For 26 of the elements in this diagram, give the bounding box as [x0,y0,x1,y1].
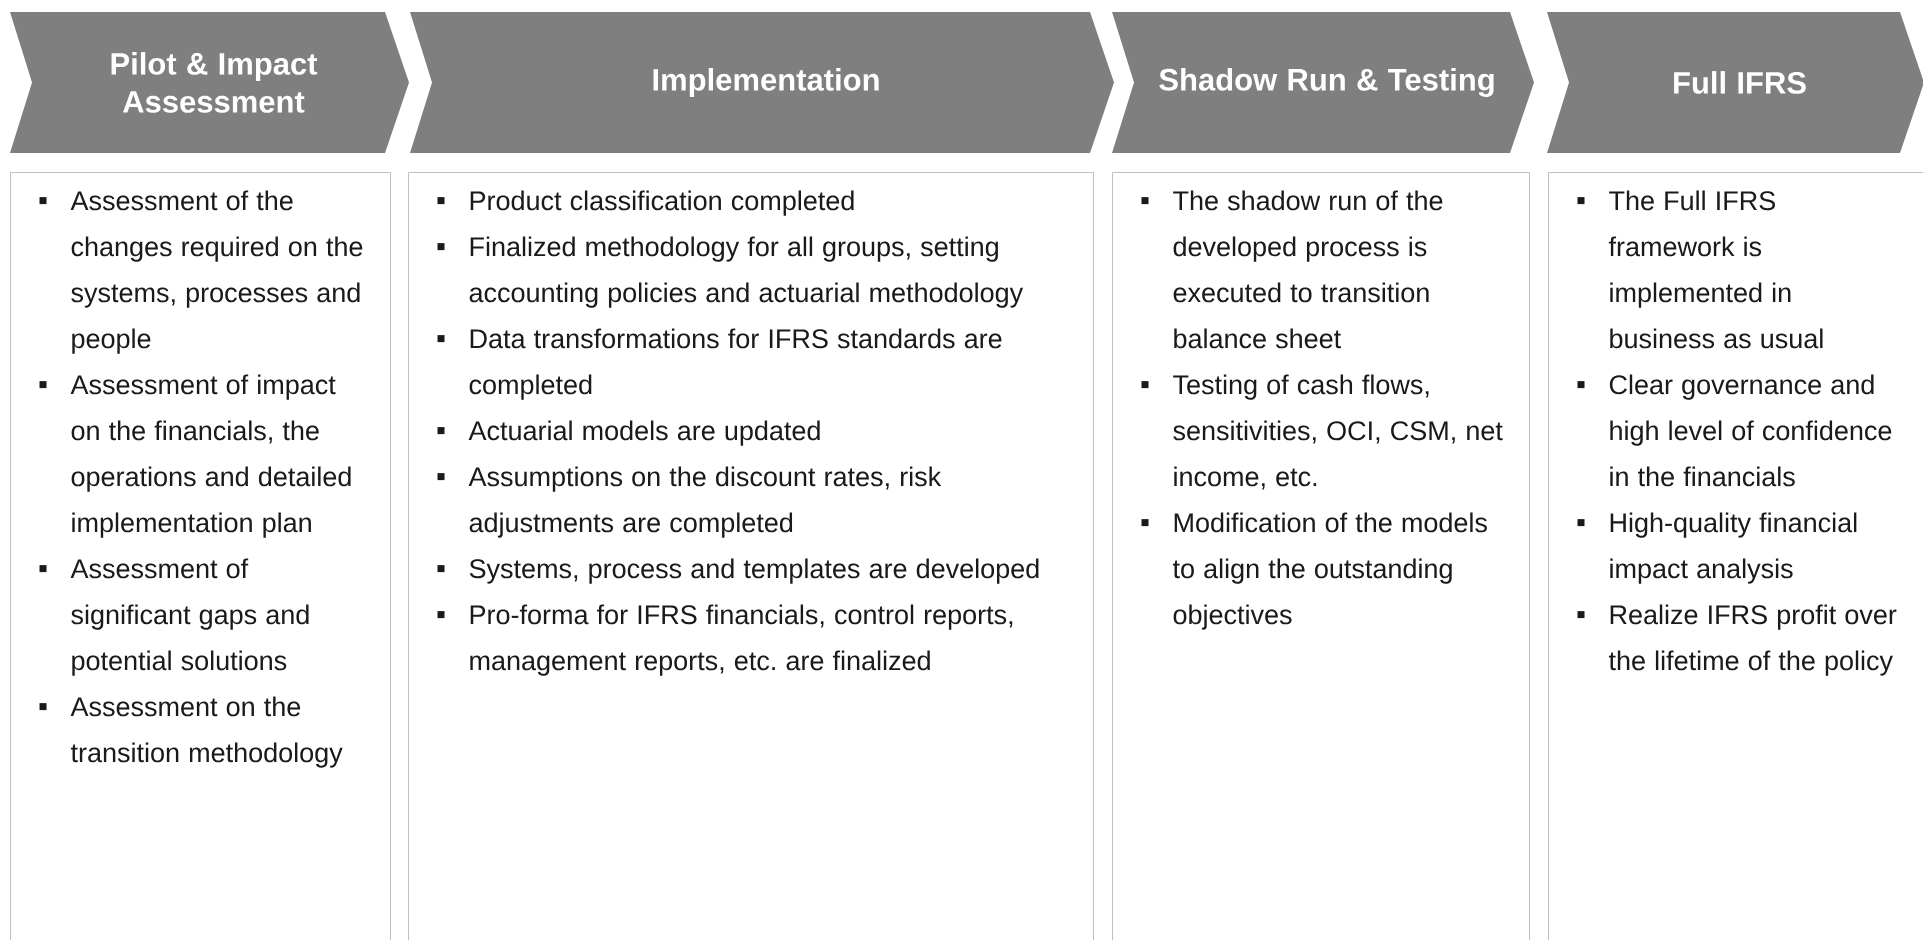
chevron-header: Pilot & Impact Assessment [10,12,409,153]
chevron-header: Implementation [410,12,1114,153]
bullet-item: Data transformations for IFRS standards are completed [437,328,1002,400]
bullet-item: Assessment of impact on the financials, the operations and detailed implementation plan [39,374,351,538]
bullet-item: The shadow run of the developed process is executed to transition balance sheet [1141,190,1443,349]
bullet-item: The Full IFRS framework is implemented in business as usual [1577,190,1823,349]
bullet-item: Assessment of the changes required on the systems, processes and people [39,190,363,354]
bullet-item: Testing of cash flows, sensitivities, OCI, CSM, net income, etc. [1141,374,1503,490]
bullet-item: Product classification completed [437,190,854,216]
bullet-item: High-quality financial impact analysis [1577,512,1857,584]
bullet-item: Modification of the models to align the outstanding objectives [1141,512,1487,630]
content-box [1112,172,1530,940]
bullet-item: Clear governance and high level of confidence in the financials [1577,374,1892,487]
chevron-header: Shadow Run & Testing [1112,12,1534,153]
bullet-item: Assumptions on the discount rates, risk adjustments are completed [437,466,942,538]
content-box [408,172,1094,940]
chevron-header: Full IFRS [1547,12,1923,153]
content-box [1548,172,1923,940]
content-box [10,172,391,940]
bullet-item: Assessment of significant gaps and potential solutions [39,558,309,676]
bullet-item: Realize IFRS profit over the lifetime of the policy [1577,604,1897,676]
bullet-item: Pro-forma for IFRS financials, control reports, management reports, etc. are finalized [437,604,1013,676]
bullet-item: Finalized methodology for all groups, setting accounting policies and actuarial methodology [437,236,1024,308]
bullet-item: Assessment on the transition methodology [39,696,343,768]
bullet-item: Actuarial models are updated [437,420,820,446]
bullet-item: Systems, process and templates are developed [437,558,1039,584]
